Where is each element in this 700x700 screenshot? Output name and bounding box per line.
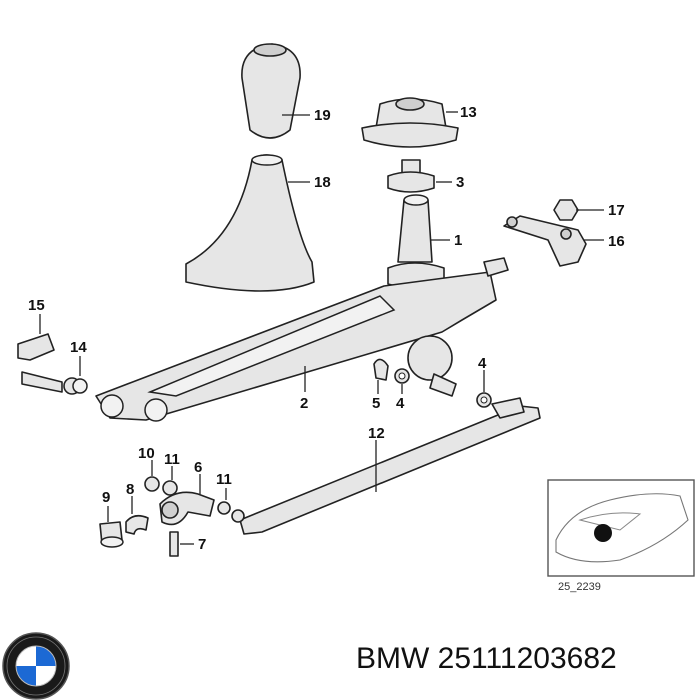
part-ring-10 xyxy=(144,460,160,492)
part-rubber-bushing xyxy=(361,97,459,148)
part-ball-joint xyxy=(407,335,457,397)
callout-16: 16 xyxy=(608,233,625,250)
callout-12: 12 xyxy=(368,425,385,442)
callout-11-right: 11 xyxy=(216,471,232,488)
part-nut xyxy=(553,199,604,221)
part-selector-rod-assembly xyxy=(95,257,509,422)
part-shift-lever xyxy=(387,194,450,289)
callout-19: 19 xyxy=(314,107,331,124)
callout-3: 3 xyxy=(456,174,464,191)
part-selector-rod xyxy=(239,397,541,535)
callout-1: 1 xyxy=(454,232,462,249)
callout-13: 13 xyxy=(460,104,477,121)
part-cap-9 xyxy=(99,506,124,548)
part-number-label: BMW 25111203682 xyxy=(356,642,617,675)
callout-9: 9 xyxy=(102,489,110,506)
part-shift-knob xyxy=(241,43,310,139)
part-ring-11a xyxy=(162,466,178,496)
part-clip-8 xyxy=(125,496,149,535)
part-bearing-cup xyxy=(387,159,452,193)
callout-17: 17 xyxy=(608,202,625,219)
callout-10: 10 xyxy=(138,445,155,462)
location-marker xyxy=(594,524,612,542)
part-joint-6 xyxy=(159,474,215,526)
callout-5: 5 xyxy=(372,395,380,412)
inset-code: 25_2239 xyxy=(558,581,601,593)
callout-11-left: 11 xyxy=(164,451,180,468)
callout-18: 18 xyxy=(314,174,331,191)
callout-6: 6 xyxy=(194,459,202,476)
part-bushing xyxy=(63,356,88,395)
part-ring-11b xyxy=(217,488,245,523)
bmw-roundel-icon xyxy=(2,632,70,700)
callout-8: 8 xyxy=(126,481,134,498)
callout-4-right: 4 xyxy=(478,355,487,372)
car-locator-inset: 25_2239 xyxy=(547,479,695,593)
callout-2: 2 xyxy=(300,395,308,412)
part-clip xyxy=(17,314,63,393)
callout-7: 7 xyxy=(198,536,206,553)
part-washer-upper xyxy=(394,368,410,394)
part-spring-clip xyxy=(373,358,389,394)
part-gear-boot xyxy=(185,154,315,292)
part-bracket xyxy=(503,215,604,267)
callout-14: 14 xyxy=(70,339,87,356)
callout-4-upper: 4 xyxy=(396,395,405,412)
part-washer-right xyxy=(476,370,492,408)
callout-15: 15 xyxy=(28,297,45,314)
part-pin-7 xyxy=(169,531,194,557)
